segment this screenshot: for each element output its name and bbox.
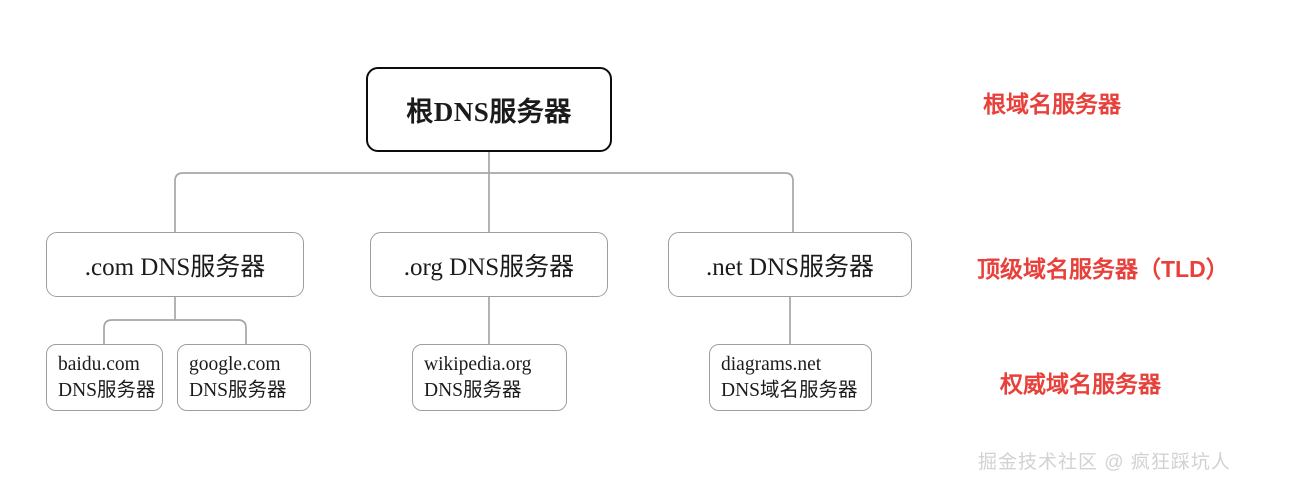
node-authoritative-wikipedia[interactable]: wikipedia.org DNS服务器 — [412, 344, 567, 411]
node-tld-org[interactable]: .org DNS服务器 — [370, 232, 608, 297]
node-tld-net[interactable]: .net DNS服务器 — [668, 232, 912, 297]
node-authoritative-baidu-domain: baidu.com — [58, 353, 140, 375]
node-tld-com[interactable]: .com DNS服务器 — [46, 232, 304, 297]
legend-tld-level: 顶级域名服务器（TLD） — [977, 256, 1229, 282]
node-tld-net-label: .net DNS服务器 — [705, 253, 875, 281]
node-authoritative-diagrams-role: DNS域名服务器 — [721, 379, 858, 401]
node-authoritative-wikipedia-domain: wikipedia.org — [424, 353, 532, 375]
node-authoritative-google[interactable]: google.com DNS服务器 — [177, 344, 311, 411]
watermark: 掘金技术社区 @ 疯狂踩坑人 — [978, 452, 1231, 473]
node-authoritative-baidu-role: DNS服务器 — [58, 379, 156, 401]
legend-root-level: 根域名服务器 — [983, 91, 1121, 117]
connector-com-child-bus — [103, 319, 247, 345]
node-authoritative-baidu[interactable]: baidu.com DNS服务器 — [46, 344, 163, 411]
node-tld-org-label: .org DNS服务器 — [403, 253, 575, 281]
legend-authoritative-level: 权威域名服务器 — [1000, 371, 1161, 397]
node-root-dns-server[interactable]: 根DNS服务器 — [366, 67, 612, 152]
node-authoritative-diagrams-domain: diagrams.net — [721, 353, 822, 375]
node-tld-com-label: .com DNS服务器 — [84, 253, 266, 281]
connector-bus-top — [174, 172, 794, 233]
node-authoritative-diagrams[interactable]: diagrams.net DNS域名服务器 — [709, 344, 872, 411]
node-authoritative-google-domain: google.com — [189, 353, 281, 375]
node-authoritative-google-role: DNS服务器 — [189, 379, 287, 401]
node-authoritative-wikipedia-role: DNS服务器 — [424, 379, 522, 401]
node-root-label: 根DNS服务器 — [406, 97, 572, 127]
